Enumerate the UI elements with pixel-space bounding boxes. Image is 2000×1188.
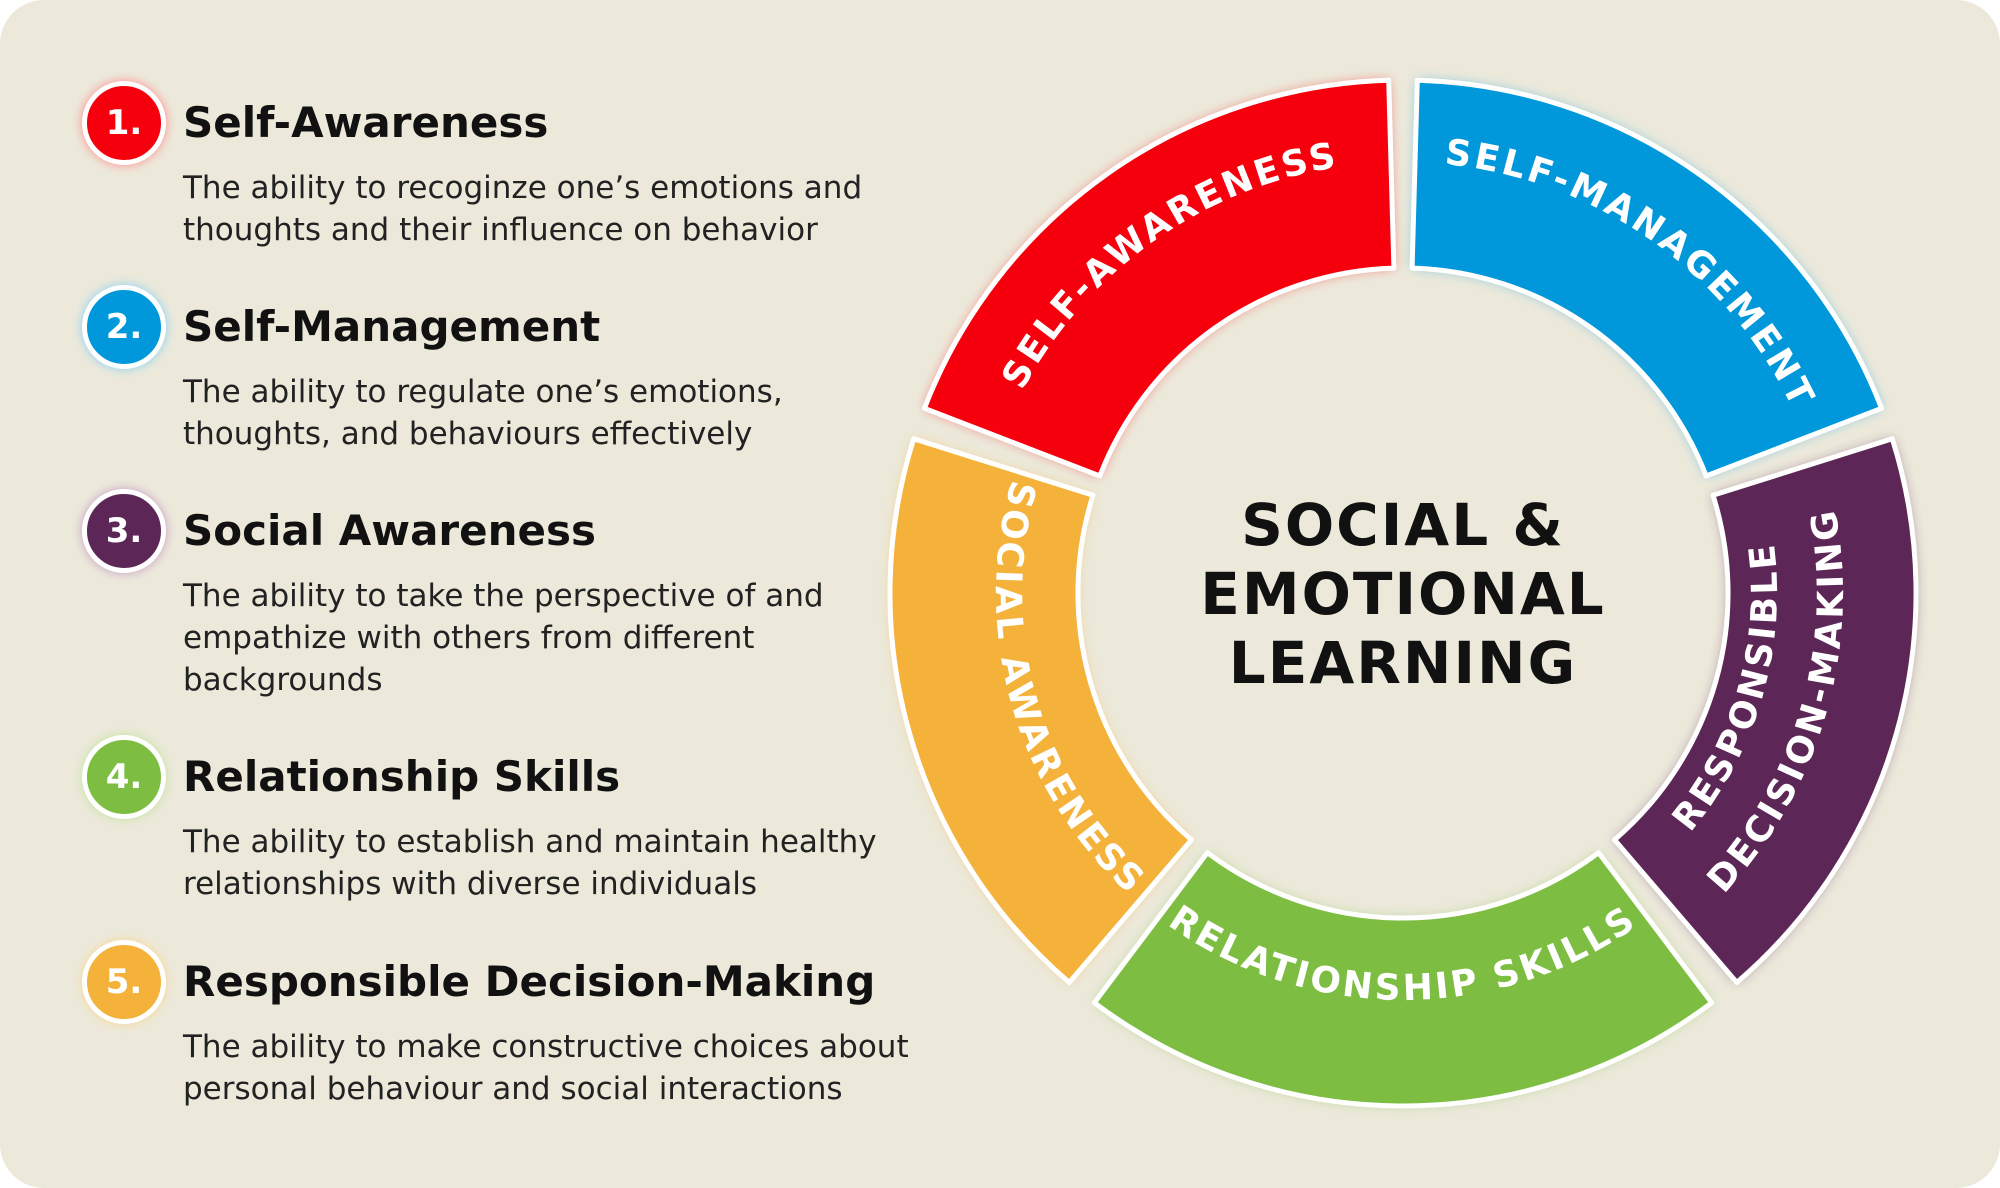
item-description: The ability to make constructive choices… (183, 1029, 909, 1107)
segment-relationship-skills (1091, 850, 1715, 1109)
number-badge: 2. (82, 285, 166, 369)
segment-social-awareness (887, 436, 1194, 985)
segment-responsible-decision-making (1612, 436, 1919, 985)
item-title: Self-Management (183, 302, 601, 351)
item-description: The ability to establish and maintain he… (183, 824, 877, 902)
item-description: The ability to recoginze one’s emotions … (183, 170, 863, 248)
segment-self-awareness (921, 77, 1397, 479)
center-title-line-2: EMOTIONAL (1200, 560, 1605, 628)
item-title: Social Awareness (183, 506, 596, 555)
number-badge: 5. (82, 940, 166, 1024)
center-title-line-1: SOCIAL & (1241, 491, 1565, 559)
item-description: The ability to regulate one’s emotions, … (183, 374, 783, 452)
number-badge: 1. (82, 81, 166, 165)
item-title: Self-Awareness (183, 98, 549, 147)
center-title-line-3: LEARNING (1229, 629, 1577, 697)
item-title: Relationship Skills (183, 752, 621, 801)
number-badge: 3. (82, 489, 166, 573)
number-badge: 4. (82, 735, 166, 819)
item-title: Responsible Decision-Making (183, 957, 876, 1006)
segment-self-management (1409, 77, 1885, 479)
item-description: The ability to take the perspective of a… (183, 578, 824, 698)
